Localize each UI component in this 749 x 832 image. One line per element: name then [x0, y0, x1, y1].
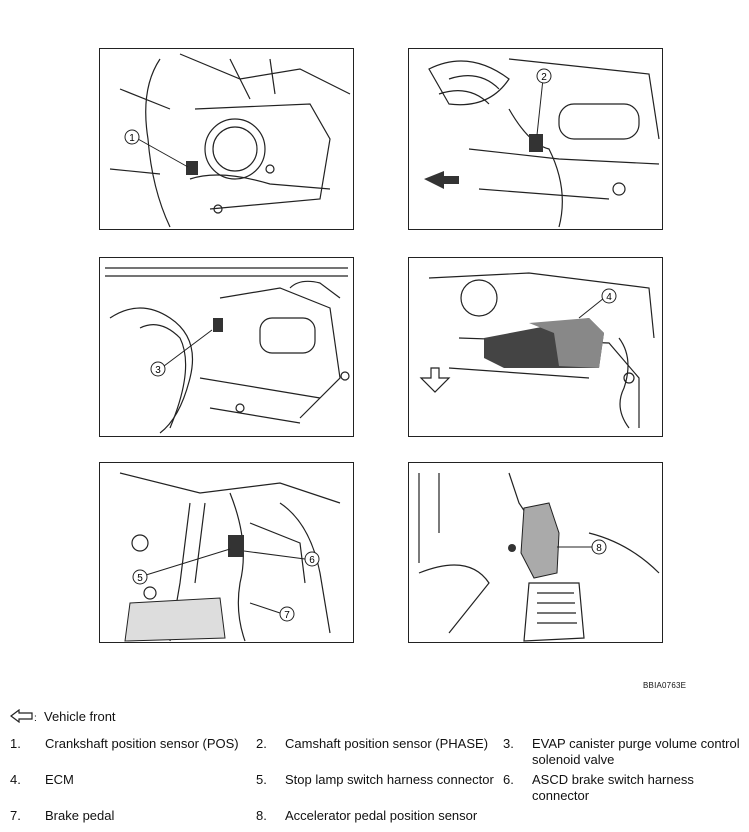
- panel-camshaft-sensor: 2: [408, 48, 663, 230]
- front-arrow-icon: :: [10, 708, 38, 726]
- panel-accelerator-pedal: 8: [408, 462, 663, 643]
- legend-text-8: Accelerator pedal position sensor: [285, 808, 478, 823]
- svg-text::: :: [34, 713, 37, 723]
- panel-crankshaft-sensor: 1: [99, 48, 354, 230]
- legend-num-2: 2.: [256, 736, 267, 751]
- legend-text-4: ECM: [45, 772, 74, 787]
- legend-num-5: 5.: [256, 772, 267, 787]
- legend-num-4: 4.: [10, 772, 21, 787]
- figure-code: BBIA0763E: [643, 681, 687, 690]
- panel-brake-pedal-area: 5 6 7: [99, 462, 354, 643]
- legend-num-3: 3.: [503, 736, 514, 751]
- callout-4: 4: [606, 292, 612, 303]
- callout-6: 6: [309, 555, 315, 566]
- panel-evap-purge-valve: 3: [99, 257, 354, 437]
- callout-5: 5: [137, 573, 143, 584]
- callout-1: 1: [129, 133, 135, 144]
- callout-7: 7: [284, 610, 290, 621]
- vehicle-front-legend: : Vehicle front: [10, 708, 116, 726]
- panel-ecm: 4: [408, 257, 663, 437]
- legend-num-1: 1.: [10, 736, 21, 751]
- callout-2: 2: [541, 72, 547, 83]
- callout-3: 3: [155, 365, 161, 376]
- legend-text-7: Brake pedal: [45, 808, 115, 823]
- legend-num-6: 6.: [503, 772, 514, 787]
- legend-num-8: 8.: [256, 808, 267, 823]
- legend-text-6: ASCD brake switch harness connector: [532, 772, 694, 803]
- callout-8: 8: [596, 543, 602, 554]
- legend-text-2: Camshaft position sensor (PHASE): [285, 736, 489, 751]
- vehicle-front-label: Vehicle front: [44, 709, 116, 724]
- legend-num-7: 7.: [10, 808, 21, 823]
- legend-text-3: EVAP canister purge volume control solen…: [532, 736, 740, 767]
- legend-text-5: Stop lamp switch harness connector: [285, 772, 494, 787]
- legend-text-1: Crankshaft position sensor (POS): [45, 736, 239, 751]
